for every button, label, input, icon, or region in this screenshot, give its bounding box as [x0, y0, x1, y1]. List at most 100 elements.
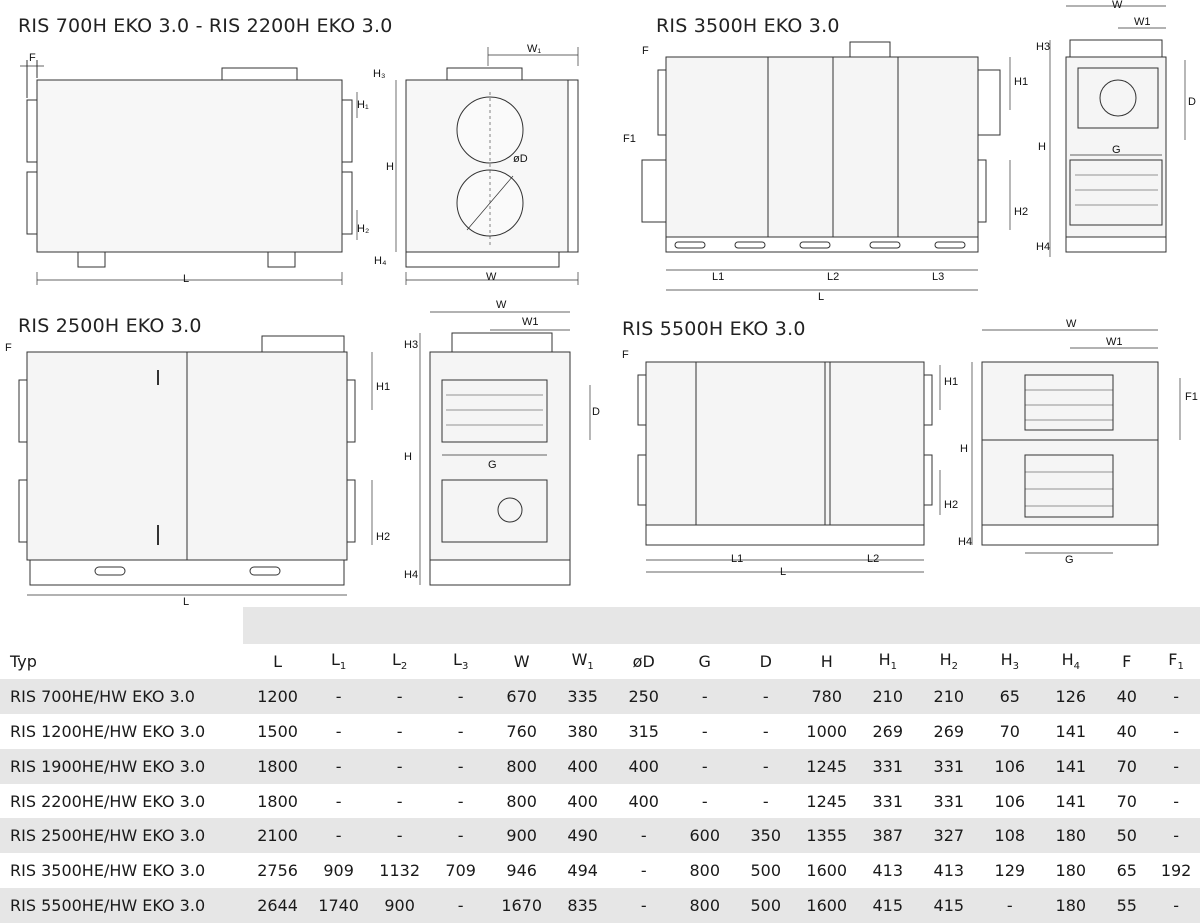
table-group-header-bar	[243, 607, 1200, 644]
table-cell: -	[674, 678, 736, 714]
table-cell: -	[430, 678, 492, 714]
header-col-subscript: 4	[1073, 661, 1081, 673]
header-typ: Typ	[10, 651, 37, 671]
table-cell: -	[735, 678, 797, 714]
table-cell: 50	[1101, 818, 1153, 854]
table-cell: -	[369, 713, 431, 749]
table-cell: 780	[796, 678, 858, 714]
row-typ: RIS 5500HE/HW EKO 3.0	[0, 888, 248, 923]
dim-label-H4: H₄	[374, 255, 387, 267]
table-cell: -	[369, 818, 431, 854]
dim-label-H4-2500: H4	[404, 569, 418, 581]
header-col-base: H	[1000, 650, 1013, 670]
dim-label-F: F	[29, 52, 36, 64]
title-small-units: RIS 700H EKO 3.0 - RIS 2200H EKO 3.0	[18, 15, 393, 37]
table-cell: 250	[613, 678, 675, 714]
header-col: L2	[369, 644, 430, 679]
table-cell: 126	[1040, 678, 1102, 714]
title-ris-3500: RIS 3500H EKO 3.0	[656, 15, 840, 37]
dim-label-W1: W₁	[527, 43, 541, 55]
header-col-base: H	[878, 650, 891, 670]
row-typ: RIS 1200HE/HW EKO 3.0	[0, 713, 248, 749]
dim-label-H4-5500: H4	[958, 536, 972, 548]
header-col: L3	[430, 644, 491, 679]
table-cell: 1800	[247, 783, 309, 819]
table-cell: 1245	[796, 783, 858, 819]
table-cell: 494	[552, 853, 614, 889]
table-cell: 500	[735, 888, 797, 923]
table-cell: 670	[491, 678, 553, 714]
table-cell: 1500	[247, 713, 309, 749]
table-cell: -	[1152, 888, 1200, 923]
header-col-subscript: 1	[1177, 661, 1184, 673]
dim-label-W1-5500: W1	[1106, 336, 1123, 348]
dim-label-H1-5500: H1	[944, 376, 958, 388]
table-cell: 400	[613, 783, 675, 819]
header-col: H1	[857, 644, 918, 679]
table-cell: -	[1152, 678, 1200, 714]
header-col-base: øD	[632, 651, 655, 671]
dim-label-W1-3500: W1	[1134, 16, 1151, 28]
table-cell: 40	[1101, 678, 1153, 714]
table-cell: 380	[552, 713, 614, 749]
table-cell: 129	[979, 853, 1041, 889]
table-cell: 800	[674, 853, 736, 889]
drawing-small-end-view: W₁ H₃ H H₄ øD W	[373, 43, 579, 285]
header-col: H	[796, 644, 857, 679]
header-col-subscript: 2	[400, 661, 408, 673]
table-cell: 946	[491, 853, 553, 889]
table-cell: 2100	[247, 818, 309, 854]
header-col-subscript: 1	[587, 661, 594, 673]
table-cell: 180	[1040, 853, 1102, 889]
table-cell: 180	[1040, 888, 1102, 923]
table-cell: -	[308, 713, 370, 749]
table-cell: 1000	[796, 713, 858, 749]
table-cell: 760	[491, 713, 553, 749]
row-typ: RIS 1900HE/HW EKO 3.0	[0, 748, 248, 784]
dim-label-H-5500: H	[960, 443, 968, 455]
table-cell: 1600	[796, 853, 858, 889]
dim-label-H4-3500: H4	[1036, 241, 1050, 253]
dim-label-F-2500: F	[5, 342, 12, 354]
dim-label-H-3500: H	[1038, 141, 1046, 153]
table-cell: -	[735, 783, 797, 819]
table-cell: 1355	[796, 818, 858, 854]
table-cell: -	[1152, 748, 1200, 784]
table-cell: 500	[735, 853, 797, 889]
row-typ: RIS 3500HE/HW EKO 3.0	[0, 853, 248, 889]
dim-label-H3-2500: H3	[404, 339, 418, 351]
dim-label-W: W	[486, 271, 497, 283]
table-cell: -	[613, 888, 675, 923]
table-cell: 835	[552, 888, 614, 923]
table-cell: 192	[1152, 853, 1200, 889]
table-cell: 331	[918, 783, 980, 819]
dim-label-oD: øD	[513, 153, 528, 165]
table-cell: -	[735, 748, 797, 784]
dim-label-H2: H₂	[357, 223, 369, 235]
header-col: L	[247, 644, 308, 679]
drawing-3500-side-view: F F1 L1 L2 L3 L H1 H2	[623, 41, 1028, 303]
table-cell: 40	[1101, 713, 1153, 749]
dim-label-F-3500: F	[642, 45, 649, 57]
dim-label-G-5500: G	[1065, 554, 1074, 566]
dim-label-H-2500: H	[404, 451, 412, 463]
table-cell: -	[1152, 783, 1200, 819]
dim-label-D-3500: D	[1188, 96, 1196, 108]
table-cell: 335	[552, 678, 614, 714]
table-cell: 141	[1040, 713, 1102, 749]
header-col: L1	[308, 644, 369, 679]
table-cell: 70	[979, 713, 1041, 749]
table-cell: 900	[369, 888, 431, 923]
table-cell: -	[308, 678, 370, 714]
table-cell: -	[369, 678, 431, 714]
table-cell: 909	[308, 853, 370, 889]
drawing-5500-end-view: W W1 H H4 F1 G	[958, 318, 1198, 566]
dim-label-L1-5500: L1	[731, 553, 743, 565]
